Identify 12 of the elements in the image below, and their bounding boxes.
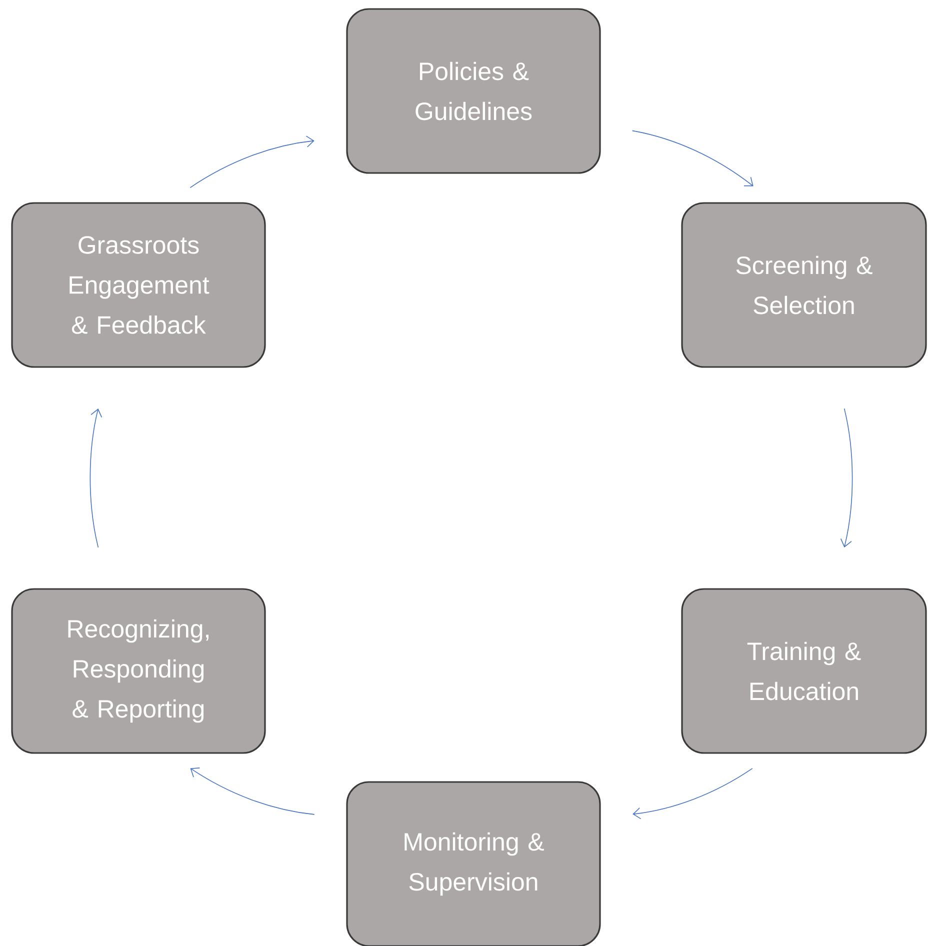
arrow <box>632 130 754 186</box>
process-box: Recognizing, Responding & Reporting <box>11 588 266 754</box>
process-box: Monitoring & Supervision <box>346 781 601 946</box>
process-box: Training & Education <box>681 588 927 754</box>
arrow <box>90 408 102 548</box>
arrow <box>632 768 753 820</box>
arrow <box>840 408 853 548</box>
process-box: Policies & Guidelines <box>346 8 601 174</box>
arrow <box>190 768 315 815</box>
process-box: Grassroots Engagement & Feedback <box>11 202 266 368</box>
arrow <box>190 136 314 188</box>
process-box: Screening & Selection <box>681 202 927 368</box>
